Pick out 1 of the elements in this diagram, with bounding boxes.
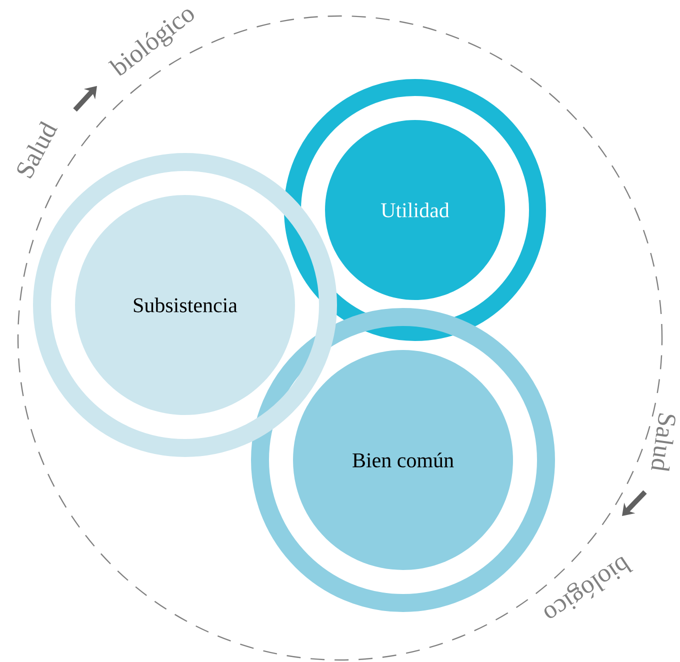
arc-label: Salud [651,413,676,471]
